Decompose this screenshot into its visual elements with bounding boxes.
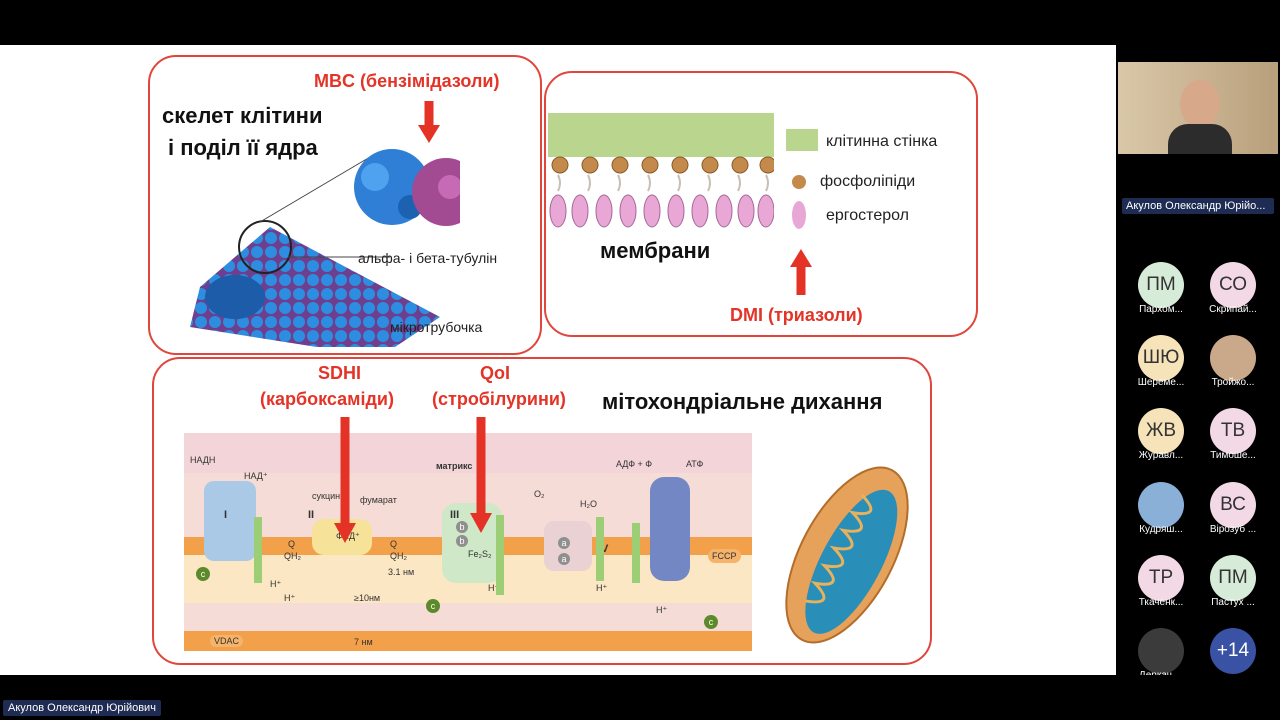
participant-name: Тройжо... [1211, 377, 1255, 388]
participant-name: Пастух ... [1211, 597, 1255, 608]
label-3-1nm: 3.1 нм [388, 567, 415, 577]
panel-membranes: мембрани клітинна стінка фосфоліпіди ерг… [544, 71, 978, 337]
label-adp: АДФ + Ф [616, 459, 653, 469]
microtubule-illustration [190, 149, 460, 347]
speaker-video[interactable] [1118, 62, 1278, 154]
legend-ergo-icon [792, 201, 806, 229]
label-succinate: сукцинат [312, 491, 350, 501]
label-q2: Q [390, 539, 398, 549]
label-h2o: H₂O [580, 499, 597, 509]
label-qh2: QH₂ [390, 551, 407, 561]
sdhi-arrow [334, 417, 356, 543]
label-b2: b [456, 535, 468, 547]
mbc-label: MBC (бензімідазоли) [314, 71, 500, 91]
microtubule-label: мікротрубочка [390, 319, 483, 335]
legend-phospho-icon [792, 175, 806, 189]
label-nad: НАД⁺ [244, 471, 268, 481]
label-fccp: FCCP [708, 549, 741, 563]
participant-avatar[interactable]: ПМ [1138, 262, 1184, 308]
participant-avatar[interactable] [1138, 482, 1184, 528]
respiration-diagram: НАДН НАД⁺ сукцинат фумарат матрикс АДФ +… [184, 433, 752, 651]
label-matrix: матрикс [436, 461, 473, 471]
legend-ergo-label: ергостерол [826, 207, 910, 224]
participant-avatar[interactable]: ЖВ [1138, 408, 1184, 454]
label-10nm: ≥10нм [354, 593, 381, 603]
panel-cytoskeleton: MBC (бензімідазоли) скелет клітини і под… [148, 55, 542, 355]
participant-name: Журавл... [1138, 450, 1184, 461]
cytoskeleton-title-line1: скелет клітини [162, 103, 323, 128]
label-qh1: QH₂ [284, 551, 301, 561]
label-complex-I: I [224, 509, 228, 521]
label-atp: АТФ [686, 459, 704, 469]
dmi-label: DMI (триазоли) [730, 305, 863, 325]
speaker-name: Акулов Олександр Юрійо... [1122, 198, 1274, 214]
label-nadh: НАДН [190, 455, 216, 465]
bottom-bar [0, 675, 1280, 720]
participant-name: Пархом... [1139, 304, 1183, 315]
participant-avatar[interactable]: ВС [1210, 482, 1256, 528]
sdhi-sub-label: (карбоксаміди) [260, 389, 394, 409]
mbc-arrow [418, 101, 440, 145]
label-complex-III: III [450, 509, 460, 521]
label-b1: b [456, 521, 468, 533]
qoi-sub-label: (стробілурини) [432, 389, 566, 409]
green-arrow-4 [632, 523, 640, 583]
participant-avatar[interactable]: ТВ [1210, 408, 1256, 454]
dmi-arrow [790, 249, 812, 297]
label-o2: O₂ [534, 489, 545, 499]
label-q1: Q [288, 539, 296, 549]
label-complex-II: II [308, 509, 315, 521]
label-a1: a [558, 537, 570, 549]
label-h-3: H⁺ [488, 583, 500, 593]
qoi-arrow [470, 417, 492, 533]
label-h-5: H⁺ [656, 605, 668, 615]
label-h-2: H⁺ [284, 593, 296, 603]
participant-name: Шереме... [1137, 377, 1185, 388]
participant-name: Ткаченк... [1138, 597, 1184, 608]
membrane-illustration [548, 113, 774, 228]
mito-title: мітохондріальне дихання [602, 389, 883, 414]
label-vdac: VDAC [210, 635, 244, 647]
qoi-label: QoI [480, 363, 510, 383]
legend-wall-swatch [786, 129, 818, 151]
participant-avatar[interactable]: ПМ [1210, 555, 1256, 601]
participant-name: Тимоше... [1210, 450, 1256, 461]
atp-synthase [650, 477, 690, 581]
mitochondrion-illustration [785, 466, 909, 644]
participant-name: Вірозуб ... [1209, 524, 1257, 535]
green-arrow-1 [254, 517, 262, 583]
cytoskeleton-title-line2: і поділ її ядра [168, 135, 318, 160]
top-bar [0, 0, 1280, 45]
participant-avatar[interactable]: ШЮ [1138, 335, 1184, 381]
label-cyt-c-2: c [426, 599, 440, 613]
participant-avatar[interactable]: СО [1210, 262, 1256, 308]
legend-phospho-label: фосфоліпіди [820, 173, 916, 190]
membranes-title: мембрани [600, 238, 711, 263]
legend-wall-label: клітинна стінка [826, 133, 938, 150]
label-cyt-c-3: c [704, 615, 718, 629]
sdhi-label: SDHI [318, 363, 362, 383]
participants-sidebar [1116, 45, 1280, 720]
label-fumarate: фумарат [360, 495, 397, 505]
label-cyt-c-1: c [196, 567, 210, 581]
label-a2: a [558, 553, 570, 565]
slide: MBC (бензімідазоли) скелет клітини і под… [0, 45, 1116, 675]
participant-name: Кудряш... [1139, 524, 1183, 535]
presenter-name: Акулов Олександр Юрійович [3, 700, 161, 716]
participant-avatar[interactable]: ТР [1138, 555, 1184, 601]
green-arrow-3 [596, 517, 604, 581]
participant-name: Скрипай... [1209, 304, 1257, 315]
complex-I [204, 481, 256, 561]
panel-mitochondria: SDHI (карбоксаміди) QoI (стробілурини) м… [152, 357, 932, 665]
green-arrow-2 [496, 515, 504, 595]
label-h-4: H⁺ [596, 583, 608, 593]
label-7nm: 7 нм [354, 637, 373, 647]
participant-avatar[interactable] [1210, 335, 1256, 381]
label-h-1: H⁺ [270, 579, 282, 589]
participant-avatar[interactable]: +14 [1210, 628, 1256, 674]
tubulin-label: альфа- і бета-тубулін [358, 250, 498, 266]
label-fes: Fe₂S₂ [468, 549, 492, 559]
participant-avatar[interactable] [1138, 628, 1184, 674]
